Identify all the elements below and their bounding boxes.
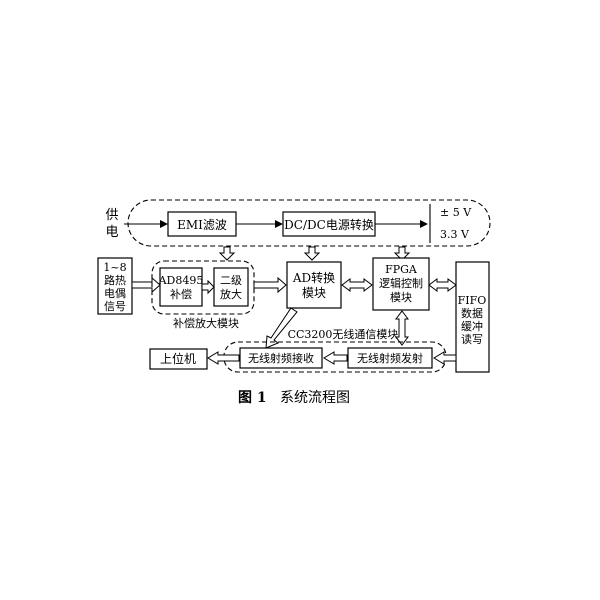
arrow-ad8495-to-amp [201,279,215,295]
cc3200-module-label: CC3200无线通信模块 [288,327,399,341]
rf-receive-box [239,347,323,369]
thermocouple-line4: 信号 [104,300,126,313]
voltage-3v3: 3.3 V [440,228,470,241]
fifo-box [455,261,490,373]
fpga-line2: 逻辑控制 [379,276,423,290]
arrow-rx-to-host [207,351,240,365]
figure-number: 图 1 [238,390,267,406]
fifo-line2: 数据 [461,306,483,320]
fifo-line1: FIFO [458,294,487,307]
dcdc-box [282,211,376,237]
rf-transmit-label: 无线射频发射 [357,351,423,365]
arrow-fpga-tx-bidir [395,310,409,346]
arrow-amp-to-adc [253,276,287,294]
adc-box [286,261,342,309]
fpga-line1: FPGA [385,263,418,276]
comp-amp-module-label: 补偿放大模块 [173,316,239,330]
power-arrow-to-adc [303,246,321,261]
adc-line1: AD转换 [292,270,335,285]
fpga-box [372,257,430,311]
arrow-thermo-to-ad8495 [131,276,161,294]
supply-label-line1: 供 [105,208,118,223]
host-pc-box [149,348,208,370]
arrow-adc-to-rx [265,307,298,349]
fifo-line3: 缓冲 [461,319,483,333]
power-arrow-to-fpga [393,246,411,261]
dcdc-label: DC/DC电源转换 [284,217,374,232]
rf-receive-label: 无线射频接收 [248,351,314,365]
arrow-fifo-to-tx [433,351,457,365]
ad8495-line2: 补偿 [170,287,192,301]
thermocouple-line3: 电偶 [104,287,126,300]
fpga-line3: 模块 [390,291,412,304]
power-supply-group [127,199,491,247]
voltage-5v: ± 5 V [440,206,472,219]
emi-filter-label: EMI滤波 [177,218,227,232]
thermocouple-line1: 1~8 [103,261,126,274]
arrow-adc-fpga-bidir [341,278,373,292]
arrow-tx-to-rx [323,351,348,365]
host-pc-label: 上位机 [160,351,196,366]
thermocouple-line2: 路热 [104,274,126,287]
rf-transmit-box [347,347,433,369]
second-amp-line1: 二级 [220,274,242,287]
ad8495-line1: AD8495 [158,274,204,287]
figure-title: 系统流程图 [280,390,350,406]
arrow-fpga-fifo-bidir [428,278,457,292]
supply-label-line2: 电 [105,225,118,240]
adc-line2: 模块 [302,286,326,300]
power-arrow-to-comp [218,246,236,261]
second-amp-line2: 放大 [220,287,242,301]
fifo-line4: 读写 [461,332,483,346]
ad8495-box [159,267,203,307]
second-amp-box [213,267,249,307]
